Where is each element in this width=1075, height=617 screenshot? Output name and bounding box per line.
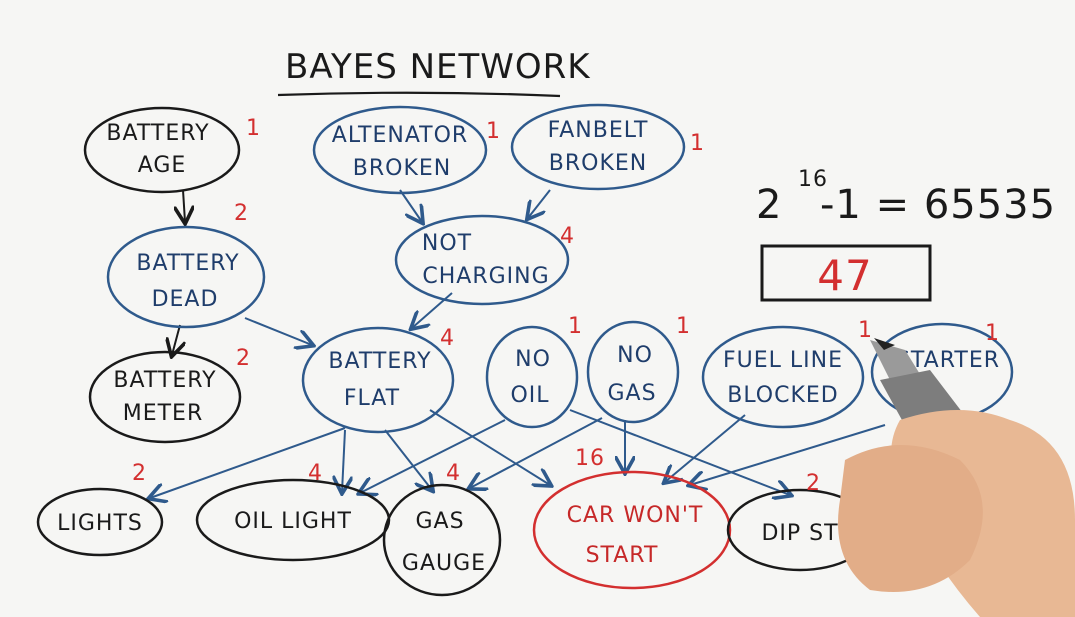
edge-fuel-car bbox=[665, 414, 746, 482]
node-labels: BATTERY AGE ALTENATOR BROKEN FANBELT BRO… bbox=[57, 118, 999, 576]
label-fanbelt-2: BROKEN bbox=[549, 151, 647, 176]
node-car-wont-start bbox=[532, 470, 732, 590]
count-battery-dead: 2 bbox=[234, 201, 249, 226]
label-battery-meter-1: BATTERY bbox=[113, 368, 216, 393]
edge-notcharging-flat bbox=[412, 292, 453, 328]
count-dip-stick: 2 bbox=[806, 471, 821, 496]
label-oil-light: OIL LIGHT bbox=[234, 509, 352, 534]
label-not-charging-2: CHARGING bbox=[422, 264, 549, 289]
label-battery-dead-1: BATTERY bbox=[136, 251, 239, 276]
label-alternator-2: BROKEN bbox=[353, 156, 451, 181]
node-counts: 1 1 1 2 4 2 4 1 1 1 1 2 4 4 16 2 bbox=[132, 116, 1000, 496]
label-fanbelt-1: FANBELT bbox=[548, 118, 649, 143]
edge-dead-flat bbox=[244, 317, 312, 345]
count-battery-age: 1 bbox=[246, 116, 261, 141]
edge-alt-notcharging bbox=[399, 189, 422, 222]
count-no-gas: 1 bbox=[676, 314, 691, 339]
label-lights: LIGHTS bbox=[57, 511, 143, 536]
count-not-charging: 4 bbox=[560, 224, 575, 249]
diagram-title: BAYES NETWORK bbox=[285, 47, 591, 87]
label-fuel-line-1: FUEL LINE bbox=[723, 348, 843, 373]
edge-flat-lights bbox=[150, 427, 346, 498]
answer-box bbox=[760, 244, 932, 302]
title-underline bbox=[277, 91, 561, 98]
edge-age-dead bbox=[183, 189, 185, 222]
label-not-charging-1: NOT bbox=[422, 231, 472, 256]
node-no-oil bbox=[485, 325, 579, 429]
edge-gas-gasgauge bbox=[470, 417, 603, 488]
node-fuel-line-blocked bbox=[701, 325, 865, 429]
count-fanbelt: 1 bbox=[690, 131, 705, 156]
edge-starter-car bbox=[690, 424, 886, 485]
edge-flat-car bbox=[429, 409, 550, 485]
edge-flat-gas bbox=[384, 429, 432, 490]
label-no-oil-1: NO bbox=[515, 347, 551, 372]
node-not-charging bbox=[394, 214, 570, 306]
edge-flat-oillight bbox=[342, 429, 345, 492]
edge-fan-notcharging bbox=[528, 189, 551, 218]
label-battery-meter-2: METER bbox=[123, 401, 204, 426]
node-battery-meter bbox=[88, 350, 242, 444]
edge-dead-meter bbox=[172, 324, 180, 355]
node-fanbelt-broken bbox=[510, 103, 686, 191]
label-battery-dead-2: DEAD bbox=[152, 287, 219, 312]
node-lights bbox=[36, 487, 164, 557]
count-gas-gauge: 4 bbox=[446, 461, 461, 486]
edge-oil-oillight bbox=[360, 419, 506, 493]
label-battery-age-1: BATTERY bbox=[106, 121, 209, 146]
label-fuel-line-2: BLOCKED bbox=[727, 383, 839, 408]
node-alternator-broken bbox=[312, 105, 488, 195]
node-gas-gauge bbox=[382, 483, 502, 597]
label-battery-flat-1: BATTERY bbox=[328, 349, 431, 374]
count-fuel-line: 1 bbox=[858, 318, 873, 343]
label-car-wont-start-2: START bbox=[586, 543, 659, 568]
formula-base: 2 bbox=[756, 182, 782, 228]
node-battery-age bbox=[83, 106, 241, 194]
formula-exponent: 16 bbox=[798, 167, 828, 192]
label-gas-gauge-1: GAS bbox=[415, 509, 464, 534]
count-lights: 2 bbox=[132, 461, 147, 486]
label-battery-age-2: AGE bbox=[138, 153, 187, 178]
label-battery-flat-2: FLAT bbox=[344, 386, 400, 411]
label-dip-stick: DIP ST bbox=[761, 521, 838, 546]
label-no-gas-1: NO bbox=[617, 343, 653, 368]
hand-with-pen bbox=[838, 338, 1075, 617]
edges bbox=[150, 189, 886, 498]
count-no-oil: 1 bbox=[568, 314, 583, 339]
edge-oil-dip bbox=[569, 409, 790, 495]
label-car-wont-start-1: CAR WON'T bbox=[567, 503, 704, 528]
formula: 2 16 -1 = 65535 bbox=[756, 167, 1056, 228]
node-no-gas bbox=[586, 320, 680, 424]
label-alternator-1: ALTENATOR bbox=[332, 123, 468, 148]
formula-rest: -1 = 65535 bbox=[820, 182, 1056, 228]
count-oil-light: 4 bbox=[308, 461, 323, 486]
answer-value: 47 bbox=[817, 251, 872, 300]
node-battery-dead bbox=[106, 225, 266, 329]
label-no-gas-2: GAS bbox=[607, 381, 656, 406]
label-gas-gauge-2: GAUGE bbox=[402, 551, 486, 576]
count-alternator: 1 bbox=[486, 119, 501, 144]
count-starter: 1 bbox=[985, 321, 1000, 346]
count-battery-meter: 2 bbox=[236, 346, 251, 371]
node-battery-flat bbox=[301, 326, 455, 434]
label-no-oil-2: OIL bbox=[510, 383, 549, 408]
count-car-wont-start: 16 bbox=[575, 446, 605, 471]
node-shapes bbox=[36, 103, 1014, 597]
count-battery-flat: 4 bbox=[440, 326, 455, 351]
